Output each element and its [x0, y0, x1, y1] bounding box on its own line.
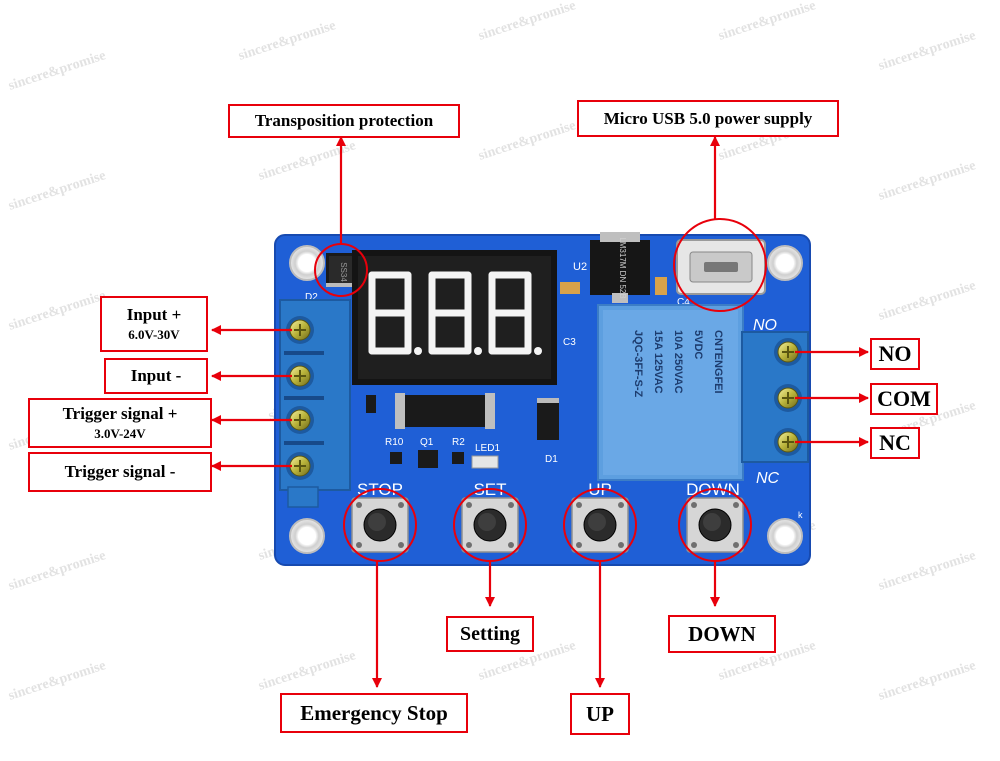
diode-d2: SS34 — [326, 253, 356, 287]
callout-usb-text: Micro USB 5.0 power supply — [603, 108, 813, 128]
label-c3: C3 — [563, 337, 576, 348]
display-dot — [414, 347, 422, 355]
callout-down-text: DOWN — [688, 621, 756, 646]
mounting-holes — [289, 245, 803, 554]
watermark-text: sincere&promise — [877, 28, 978, 74]
callout-nc: NC — [870, 427, 920, 459]
label-led1: LED1 — [475, 443, 500, 454]
regulator-marking: LM317M DN 52B — [618, 237, 627, 298]
callout-up: UP — [570, 693, 630, 735]
callout-input-plus: Input + 6.0V-30V — [100, 296, 208, 352]
regulator-u2: LM317M DN 52B — [590, 232, 650, 303]
relay-text: 15A 125VAC — [652, 330, 664, 394]
push-button — [571, 497, 629, 553]
watermark-text: sincere&promise — [477, 0, 578, 44]
callout-trigger-minus-text: Trigger signal - — [64, 462, 176, 482]
capacitor — [560, 282, 580, 294]
callout-up-text: UP — [586, 701, 614, 726]
callout-input-minus: Input - — [104, 358, 208, 394]
callout-com-text: COM — [877, 386, 931, 412]
watermark-text: sincere&promise — [7, 548, 108, 594]
relay-text: 5VDC — [692, 330, 704, 359]
push-button — [686, 497, 744, 553]
label-u2: U2 — [573, 261, 587, 273]
callout-emergency-stop-text: Emergency Stop — [300, 700, 448, 725]
label-nc: NC — [756, 470, 780, 487]
callout-trigger-plus: Trigger signal + 3.0V-24V — [28, 398, 212, 448]
watermark-text: sincere&promise — [877, 658, 978, 704]
watermark-text: sincere&promise — [257, 138, 358, 184]
diode-marking: SS34 — [339, 262, 348, 282]
callout-no-text: NO — [878, 341, 912, 367]
relay-text: JQC-3FF-S-Z — [632, 330, 644, 398]
label-d2: D2 — [305, 292, 318, 303]
callout-transposition-text: Transposition protection — [254, 111, 434, 131]
relay: CNTENGFEI 5VDC 10A 250VAC 15A 125VAC JQC-3FF… — [597, 304, 744, 481]
push-button — [461, 497, 519, 553]
callout-input-plus-text: Input + — [126, 304, 182, 324]
watermark-text: sincere&promise — [7, 288, 108, 334]
watermark-text: sincere&promise — [257, 648, 358, 694]
diode-d1 — [537, 398, 559, 440]
display-dot — [474, 347, 482, 355]
label-k: k — [798, 510, 803, 520]
watermark-text: sincere&promise — [717, 0, 818, 44]
callout-no: NO — [870, 338, 920, 370]
watermark-text: sincere&promise — [7, 168, 108, 214]
ic-chip — [405, 395, 485, 427]
label-no: NO — [753, 317, 777, 334]
callout-input-minus-text: Input - — [130, 366, 182, 386]
callout-transposition-protection: Transposition protection — [228, 104, 460, 138]
callout-input-plus-range: 6.0V-30V — [128, 327, 180, 343]
watermark-text: sincere&promise — [7, 48, 108, 94]
label-d1: D1 — [545, 454, 558, 465]
callout-trigger-plus-range: 3.0V-24V — [94, 426, 146, 442]
label-r2: R2 — [452, 437, 465, 448]
watermark-text: sincere&promise — [477, 118, 578, 164]
label-c4: C4 — [677, 297, 690, 308]
callout-emergency-stop: Emergency Stop — [280, 693, 468, 733]
relay-text: 10A 250VAC — [672, 330, 684, 394]
label-r10: R10 — [385, 437, 404, 448]
terminal-block-left — [279, 299, 351, 508]
callout-micro-usb: Micro USB 5.0 power supply — [577, 100, 839, 137]
label-q1: Q1 — [420, 437, 434, 448]
callout-setting: Setting — [446, 616, 534, 652]
relay-text: CNTENGFEI — [712, 330, 724, 394]
push-button — [351, 497, 409, 553]
callout-down: DOWN — [668, 615, 776, 653]
callout-trigger-plus-text: Trigger signal + — [62, 403, 178, 423]
watermark-text: sincere&promise — [7, 658, 108, 704]
display-dot — [534, 347, 542, 355]
watermark-text: sincere&promise — [237, 18, 338, 64]
callout-trigger-minus: Trigger signal - — [28, 452, 212, 492]
callout-setting-text: Setting — [460, 622, 520, 645]
callout-nc-text: NC — [879, 430, 911, 456]
seven-segment-display — [352, 250, 557, 385]
micro-usb-port — [676, 239, 766, 295]
watermark-text: sincere&promise — [877, 158, 978, 204]
callout-arrows — [211, 136, 869, 688]
callout-com: COM — [870, 383, 938, 415]
watermark-text: sincere&promise — [877, 278, 978, 324]
watermark-text: sincere&promise — [877, 548, 978, 594]
